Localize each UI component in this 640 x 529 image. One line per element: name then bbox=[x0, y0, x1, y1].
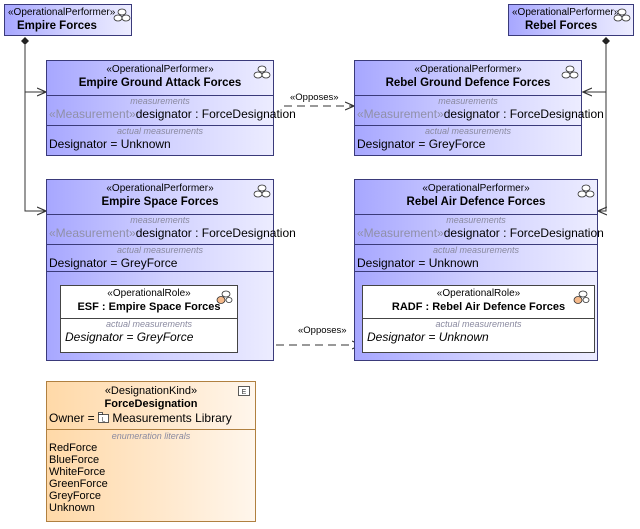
literal-item: RedForce bbox=[49, 442, 98, 454]
literal-item: BlueForce bbox=[49, 454, 100, 466]
role-title: ESF : Empire Space Forces bbox=[77, 301, 221, 313]
owner-row: Owner = L Measurements Library bbox=[47, 411, 255, 425]
block-title: Empire Space Forces bbox=[101, 196, 219, 208]
stereotype-label: «OperationalRole» bbox=[436, 288, 521, 299]
measurements-header: measurements bbox=[130, 96, 190, 106]
operational-performer-icon bbox=[113, 8, 131, 22]
actual-measurement-value: Designator = GreyForce bbox=[357, 137, 486, 151]
measurements-header: measurements bbox=[446, 215, 506, 225]
block-title: Empire Ground Attack Forces bbox=[78, 77, 242, 89]
stereotype-label: «OperationalPerformer» bbox=[422, 183, 530, 194]
literal-item: GreenForce bbox=[49, 478, 108, 490]
force-designation-block[interactable]: «DesignationKind» ForceDesignation E Own… bbox=[46, 381, 256, 522]
actual-measurements-compartment: actual measurements Designator = Unknown bbox=[355, 244, 597, 271]
measurements-compartment: measurements «Measurement»designator : F… bbox=[355, 95, 604, 122]
block-title: Rebel Forces bbox=[525, 20, 598, 32]
opposes-roles-label: «Opposes» bbox=[298, 325, 347, 336]
measurement-stereotype: «Measurement» bbox=[49, 226, 136, 240]
actual-measurement-value: Designator = Unknown bbox=[367, 330, 489, 344]
actual-measurements-header: actual measurements bbox=[424, 126, 512, 136]
operational-role-icon bbox=[216, 290, 233, 304]
measurement-item: «Measurement»designator : ForceDesignati… bbox=[355, 107, 604, 122]
measurements-header: measurements bbox=[438, 96, 498, 106]
block-title: Empire Forces bbox=[17, 20, 97, 32]
empire-ground-attack-forces-block[interactable]: «OperationalPerformer» Empire Ground Att… bbox=[46, 60, 296, 156]
literal-item: GreyForce bbox=[49, 490, 101, 502]
package-icon: L bbox=[98, 412, 109, 424]
measurement-value: designator : ForceDesignation bbox=[443, 107, 604, 121]
actual-measurements-header: actual measurements bbox=[105, 319, 193, 329]
stereotype-label: «OperationalPerformer» bbox=[512, 7, 620, 18]
operational-role-icon bbox=[573, 290, 590, 304]
measurement-value: designator : ForceDesignation bbox=[135, 226, 296, 240]
enumeration-literals-header: enumeration literals bbox=[111, 431, 191, 441]
literal-item: WhiteForce bbox=[49, 466, 106, 478]
actual-measurements-header: actual measurements bbox=[116, 245, 204, 255]
stereotype-label: «OperationalPerformer» bbox=[106, 64, 214, 75]
literal-item: Unknown bbox=[49, 502, 95, 514]
measurement-stereotype: «Measurement» bbox=[49, 107, 136, 121]
actual-measurement-value: Designator = GreyForce bbox=[65, 330, 194, 344]
empire-space-forces-block[interactable]: «OperationalPerformer» Empire Space Forc… bbox=[46, 179, 296, 361]
actual-measurements-header: actual measurements bbox=[116, 126, 204, 136]
owner-prefix: Owner = bbox=[49, 411, 95, 425]
enumeration-literals-compartment: enumeration literals RedForce BlueForce … bbox=[47, 429, 255, 514]
measurement-value: designator : ForceDesignation bbox=[135, 107, 296, 121]
opposes-ground-label: «Opposes» bbox=[290, 92, 339, 103]
stereotype-label: «OperationalPerformer» bbox=[106, 183, 214, 194]
actual-measurements-header: actual measurements bbox=[435, 319, 522, 329]
actual-measurement-value: Designator = Unknown bbox=[357, 256, 479, 270]
stereotype-label: «OperationalRole» bbox=[107, 288, 191, 299]
empire-composition-links[interactable] bbox=[21, 37, 46, 211]
measurements-compartment: measurements «Measurement»designator : F… bbox=[47, 95, 296, 122]
svg-text:L: L bbox=[102, 418, 106, 424]
measurement-value: designator : ForceDesignation bbox=[443, 226, 604, 240]
operational-performer-icon bbox=[577, 184, 595, 198]
actual-measurements-compartment: actual measurements Designator = GreyFor… bbox=[355, 125, 581, 152]
stereotype-label: «DesignationKind» bbox=[104, 385, 198, 397]
esf-role-part[interactable]: «OperationalRole» ESF : Empire Space For… bbox=[60, 285, 238, 353]
measurements-compartment: measurements «Measurement»designator : F… bbox=[47, 214, 296, 241]
radf-role-part[interactable]: «OperationalRole» RADF : Rebel Air Defen… bbox=[362, 285, 595, 353]
measurement-stereotype: «Measurement» bbox=[357, 107, 444, 121]
rebel-ground-defence-forces-block[interactable]: «OperationalPerformer» Rebel Ground Defe… bbox=[354, 60, 604, 156]
operational-performer-icon bbox=[561, 65, 579, 79]
svg-text:E: E bbox=[242, 389, 247, 396]
block-title: Rebel Ground Defence Forces bbox=[385, 77, 551, 89]
role-title: RADF : Rebel Air Defence Forces bbox=[391, 301, 566, 313]
enumeration-icon: E bbox=[238, 386, 250, 396]
role-actual-compartment: actual measurements Designator = GreyFor… bbox=[61, 318, 237, 345]
operational-performer-icon bbox=[253, 65, 271, 79]
measurement-item: «Measurement»designator : ForceDesignati… bbox=[47, 107, 296, 122]
actual-measurements-header: actual measurements bbox=[432, 245, 520, 255]
parts-compartment-divider bbox=[355, 271, 597, 284]
rebel-forces-block[interactable]: «OperationalPerformer» Rebel Forces bbox=[508, 4, 634, 36]
measurements-compartment: measurements «Measurement»designator : F… bbox=[355, 214, 604, 241]
stereotype-label: «OperationalPerformer» bbox=[414, 64, 522, 75]
operational-performer-icon bbox=[253, 184, 271, 198]
measurement-stereotype: «Measurement» bbox=[357, 226, 444, 240]
parts-compartment-divider bbox=[47, 271, 273, 284]
measurement-item: «Measurement»designator : ForceDesignati… bbox=[47, 226, 296, 241]
operational-performer-icon bbox=[613, 8, 631, 22]
rebel-air-defence-forces-block[interactable]: «OperationalPerformer» Rebel Air Defence… bbox=[354, 179, 604, 361]
measurement-item: «Measurement»designator : ForceDesignati… bbox=[355, 226, 604, 241]
stereotype-label: «OperationalPerformer» bbox=[8, 7, 116, 18]
owner-value: Measurements Library bbox=[112, 411, 232, 425]
actual-measurement-value: Designator = Unknown bbox=[49, 137, 171, 151]
empire-forces-block[interactable]: «OperationalPerformer» Empire Forces bbox=[4, 4, 132, 36]
actual-measurement-value: Designator = GreyForce bbox=[49, 256, 178, 270]
block-title: Rebel Air Defence Forces bbox=[406, 196, 546, 208]
actual-measurements-compartment: actual measurements Designator = GreyFor… bbox=[47, 244, 273, 271]
actual-measurements-compartment: actual measurements Designator = Unknown bbox=[47, 125, 273, 152]
measurements-header: measurements bbox=[130, 215, 190, 225]
role-actual-compartment: actual measurements Designator = Unknown bbox=[363, 318, 594, 345]
block-title: ForceDesignation bbox=[104, 398, 198, 410]
